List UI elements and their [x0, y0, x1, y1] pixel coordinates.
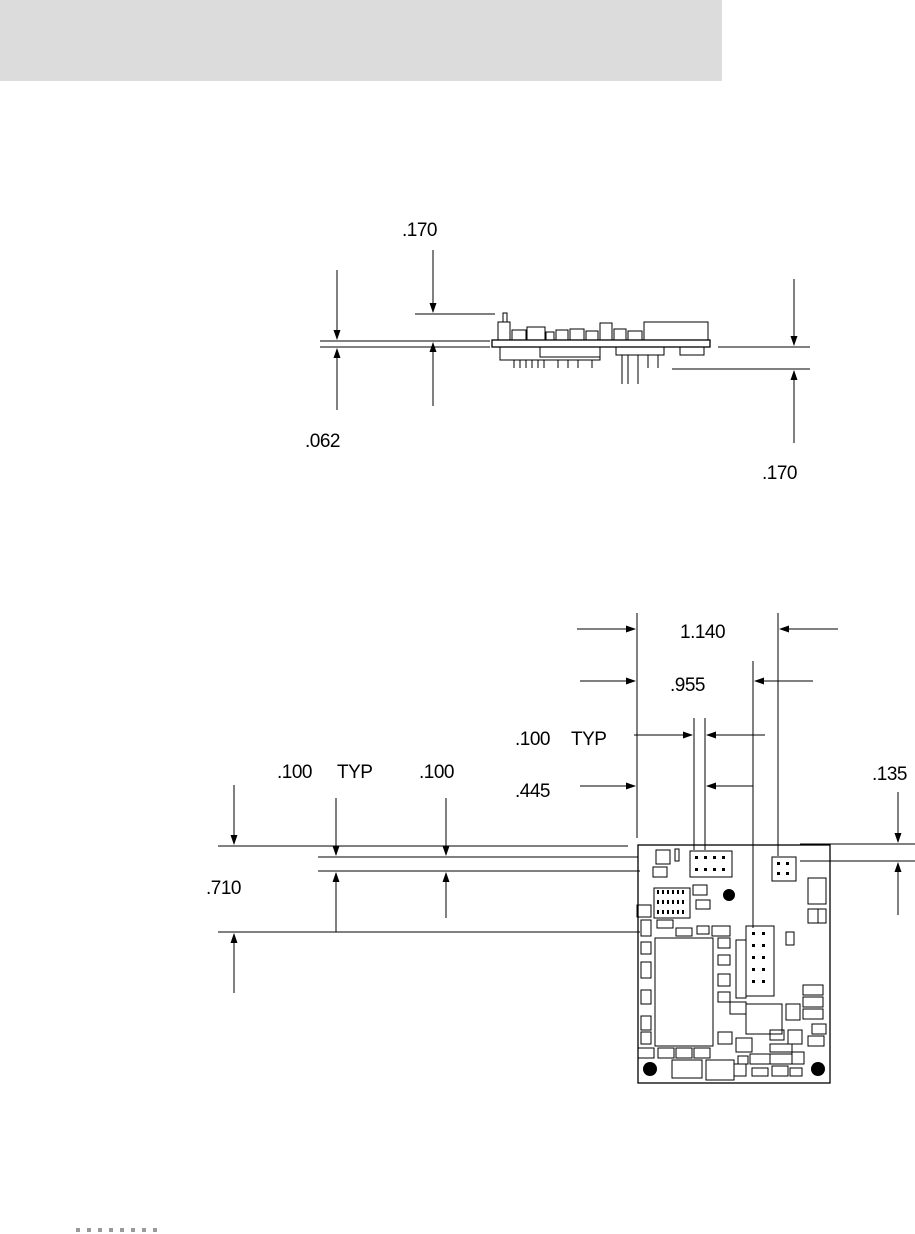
board-top-details [643, 856, 825, 1076]
dim-label-062: .062 [305, 431, 340, 452]
board-side-profile [492, 313, 710, 384]
dim-label-100-mid: .100 [419, 762, 454, 783]
top-view [218, 613, 915, 1083]
dim-label-445: .445 [515, 781, 550, 802]
dim-label-955: .955 [670, 675, 705, 696]
board-top-view [637, 845, 830, 1083]
dim-label-100-left: .100 [277, 762, 312, 783]
dim-label-100-pitch: .100 [515, 729, 550, 750]
dim-label-170-top: .170 [402, 220, 437, 241]
dim-label-typ: TYP [571, 729, 606, 750]
dim-label-typ-left: TYP [337, 762, 372, 783]
dim-label-1140: 1.140 [680, 622, 725, 643]
dim-label-135: .135 [872, 764, 907, 785]
dim-label-170-right: .170 [762, 463, 797, 484]
side-view [320, 250, 810, 443]
footer-dots [76, 1228, 157, 1232]
dim-label-710: .710 [206, 878, 241, 899]
